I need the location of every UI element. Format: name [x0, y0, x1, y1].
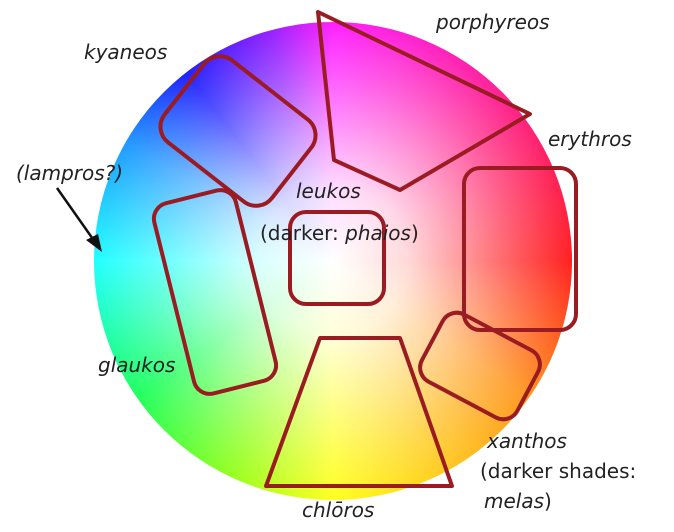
- label-phaios-suffix: ): [410, 221, 419, 245]
- label-lampros: (lampros?): [16, 161, 124, 185]
- erythros-region: [462, 166, 578, 332]
- kyaneos-region: [158, 54, 318, 208]
- label-melas-line1: (darker shades:: [480, 459, 637, 483]
- label-phaios: phaios: [345, 221, 411, 245]
- label-melas: melas: [484, 489, 545, 513]
- label-porphyreos: porphyreos: [436, 10, 550, 34]
- label-kyaneos: kyaneos: [84, 40, 168, 64]
- label-melas-line2: melas): [484, 489, 552, 513]
- glaukos-region: [151, 188, 279, 396]
- lampros-arrow: [55, 187, 102, 252]
- chloros-region: [264, 336, 454, 488]
- label-phaios-line: (darker: phaios): [260, 221, 419, 245]
- label-chloros: chlōros: [302, 498, 375, 522]
- label-glaukos: glaukos: [98, 353, 176, 377]
- label-phaios-prefix: (darker:: [260, 221, 346, 245]
- leukos-region: [288, 210, 386, 306]
- label-erythros: erythros: [548, 127, 632, 151]
- xanthos-region: [418, 310, 542, 422]
- label-leukos: leukos: [296, 179, 361, 203]
- porphyreos-region: [316, 10, 532, 192]
- label-xanthos: xanthos: [487, 429, 567, 453]
- label-melas-suffix: ): [544, 489, 552, 513]
